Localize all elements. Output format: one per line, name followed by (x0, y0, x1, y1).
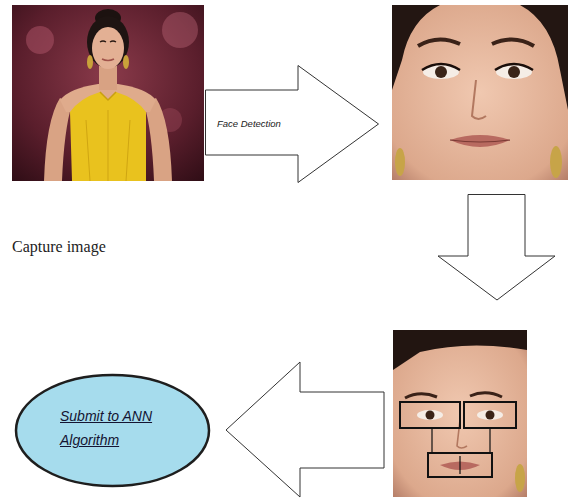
caption-label: Capture image (12, 238, 106, 256)
illustration-part (395, 148, 405, 176)
illustration-part (418, 39, 460, 46)
flow-arrow (226, 362, 384, 497)
illustration-part (400, 402, 460, 428)
captured-photo (12, 5, 204, 181)
illustration-part (86, 110, 130, 181)
illustration-part (435, 66, 447, 78)
labelled-arrow: Face Detection (205, 65, 379, 183)
node-text: Face Detection (217, 118, 281, 130)
illustration-part (496, 65, 532, 79)
illustration-part (470, 393, 502, 397)
illustration-part (426, 411, 435, 420)
illustration-part (393, 330, 527, 370)
illustration-part (92, 27, 124, 69)
illustration-part (486, 411, 495, 420)
process-ellipse-outline (14, 373, 211, 488)
illustration-part (550, 146, 562, 178)
illustration-part (102, 59, 114, 61)
illustration-part (26, 26, 54, 54)
illustration-part (87, 55, 93, 69)
illustration-part (405, 394, 437, 398)
illustration-part (520, 5, 568, 110)
illustration-part (123, 55, 129, 69)
illustration-part (100, 41, 116, 42)
labelled-arrow-shape (206, 66, 379, 183)
illustration-part (450, 140, 510, 142)
node-text: Submit to ANN Algorithm (60, 404, 172, 452)
process-ellipse: Submit to ANN Algorithm (14, 373, 211, 488)
illustration-part (99, 66, 117, 90)
illustration-part (515, 464, 525, 492)
illustration-part (508, 66, 520, 78)
detected-face-photo (392, 5, 568, 180)
illustration-part (477, 410, 503, 420)
illustration-part (472, 80, 486, 119)
illustration-part (450, 135, 510, 147)
illustration-part (392, 5, 568, 180)
illustration-part (87, 16, 129, 68)
feature-photo (393, 330, 527, 497)
illustration-part (70, 92, 146, 181)
illustration-part (492, 39, 534, 46)
illustration-part (12, 5, 204, 181)
illustration-part (457, 420, 467, 448)
illustration-part (417, 410, 443, 420)
illustration-part (464, 402, 516, 428)
illustration-part (422, 64, 460, 70)
illustration-part (162, 12, 198, 48)
illustration-part (432, 428, 490, 474)
process-ellipse-shape (16, 375, 209, 486)
illustration-part (423, 65, 459, 79)
illustration-part (495, 64, 533, 70)
illustration-part (393, 330, 527, 497)
illustration-part (100, 92, 116, 100)
flow-arrow (438, 195, 555, 301)
